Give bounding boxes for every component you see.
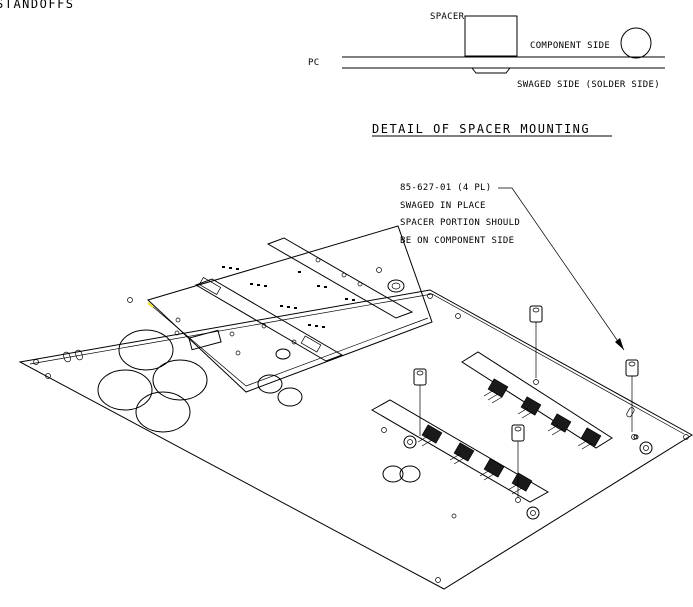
panel-slot [62, 351, 72, 363]
washer-inner [407, 439, 413, 445]
sub-panel-edge [151, 305, 247, 387]
mount-hole [127, 297, 133, 303]
standoffs-label: STANDOFFS [0, 0, 75, 11]
standoff-spacer [625, 359, 639, 440]
washer-inner [643, 445, 649, 451]
bracket-hole [376, 267, 382, 273]
bracket-jack-inner [391, 282, 401, 290]
bracket-hole [175, 317, 181, 323]
small-cutout [277, 387, 303, 407]
ic-chip [550, 413, 572, 433]
sub-panel [147, 225, 433, 407]
mount-hole [381, 427, 387, 433]
bracket-jack [387, 279, 405, 293]
spacer-label: SPACER [430, 12, 465, 22]
round-cutout [152, 359, 208, 401]
ic-strip-lower [370, 399, 550, 503]
led-row-marks [222, 266, 355, 328]
callout-line-spacer: SPACER PORTION SHOULD [400, 218, 520, 228]
small-cutout [257, 374, 283, 394]
ic-chip [520, 396, 542, 416]
small-ring [382, 465, 404, 483]
strip-outline [370, 399, 550, 503]
ic-chip [511, 472, 533, 492]
leader-arrowhead [615, 338, 624, 350]
panel-outline [18, 289, 693, 590]
washer [403, 435, 417, 449]
bracket-hole [315, 257, 321, 263]
bracket-hole [235, 350, 241, 356]
ic-chip [483, 458, 505, 478]
callout-part-number: 85-627-01 (4 PL) [400, 183, 492, 193]
bracket-hole [357, 281, 363, 287]
bracket-window [300, 335, 322, 353]
rect-cutout [188, 329, 222, 351]
washer-inner [530, 510, 536, 516]
detail-title: DETAIL OF SPACER MOUNTING [372, 122, 590, 136]
washer [526, 506, 540, 520]
strip-outline [461, 351, 613, 449]
bracket-window [198, 277, 222, 295]
spacer-block [464, 15, 518, 57]
round-cutout [118, 329, 174, 371]
panel-slot [626, 407, 635, 418]
swage-flange [471, 67, 511, 74]
ic-chip [421, 424, 443, 444]
ic-chip [580, 427, 602, 447]
bracket-hole [341, 272, 347, 278]
bracket-hole [229, 331, 235, 337]
mount-hole [451, 513, 457, 519]
ic-strip-upper [461, 351, 613, 450]
standoff-spacer [511, 424, 525, 503]
standoff-spacer [413, 368, 427, 436]
standoff-spacer [529, 305, 543, 385]
mount-hole [455, 313, 461, 319]
mount-hole [435, 577, 441, 583]
panel-edge-inner [29, 293, 685, 435]
ic-pins [483, 389, 593, 450]
leader-line [498, 187, 625, 351]
swaged-side-label: SWAGED SIDE (SOLDER SIDE) [517, 80, 660, 90]
ic-pins [417, 435, 523, 495]
main-panel [18, 289, 693, 590]
small-ring [399, 465, 421, 483]
bracket-upper [266, 237, 414, 319]
bracket-hole [261, 323, 267, 329]
mount-hole [683, 434, 689, 440]
callout-line-swaged: SWAGED IN PLACE [400, 201, 486, 211]
pc-label: PC [308, 58, 319, 68]
washer [639, 441, 653, 455]
spacer-callout: 85-627-01 (4 PL) SWAGED IN PLACE SPACER … [400, 183, 625, 351]
round-cutout [135, 391, 191, 433]
mount-hole [45, 373, 51, 379]
ic-chip [487, 378, 509, 398]
bracket-lower [194, 278, 344, 362]
bracket-hole [291, 339, 297, 345]
callout-line-component: BE ON COMPONENT SIDE [400, 236, 514, 246]
highlight-mark [147, 302, 154, 308]
panel-slot [74, 349, 84, 361]
mount-hole [427, 293, 433, 299]
sub-panel-outline [147, 225, 433, 393]
mount-hole [33, 359, 39, 365]
bracket-jack [275, 348, 291, 360]
ic-chip [453, 442, 475, 462]
component-side-label: COMPONENT SIDE [530, 41, 610, 51]
bracket-hole [174, 330, 180, 336]
round-cutout [97, 369, 153, 411]
spacer-detail: SPACER COMPONENT SIDE PC SWAGED SIDE (SO… [308, 12, 665, 137]
component-circle [620, 27, 652, 59]
